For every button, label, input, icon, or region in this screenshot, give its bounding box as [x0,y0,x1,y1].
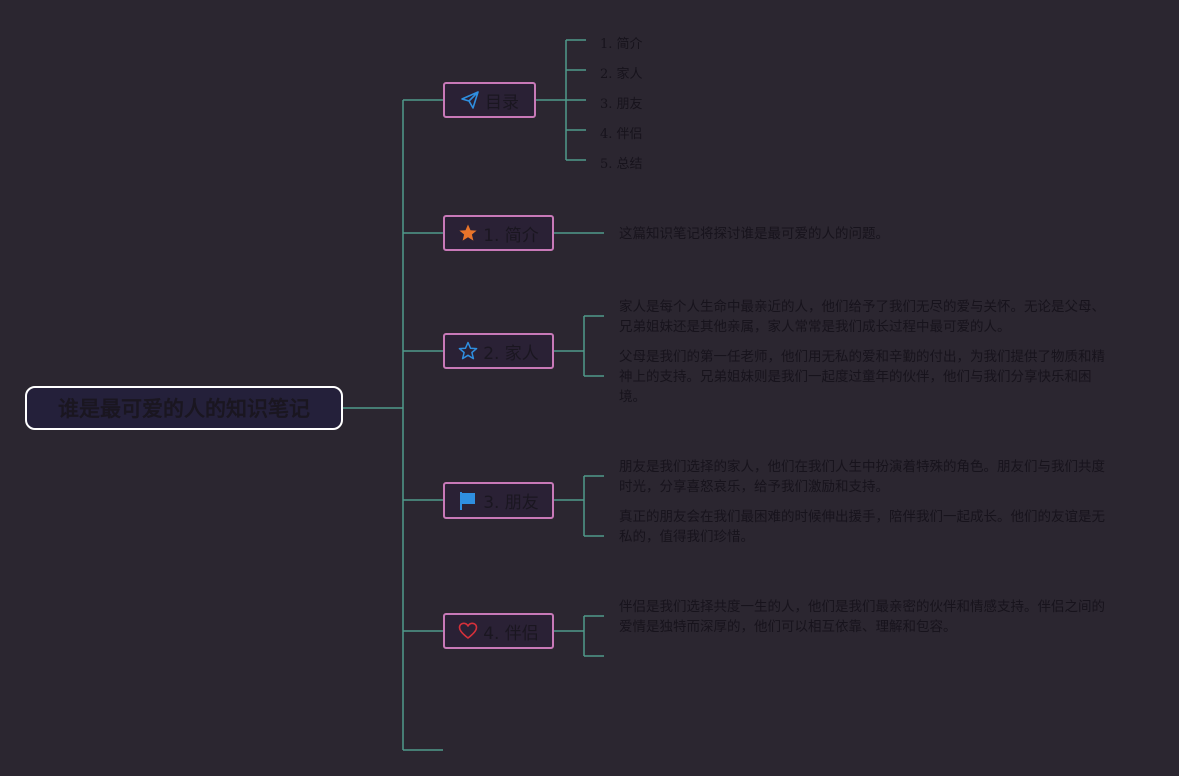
toc-node[interactable]: 目录 [443,82,536,118]
section-friends-node[interactable]: 3. 朋友 [443,482,554,519]
section-intro-label: 1. 简介 [483,225,539,246]
section-partner-node[interactable]: 4. 伴侣 [443,613,554,649]
friends-paragraph-1: 朋友是我们选择的家人，他们在我们人生中扮演着特殊的角色。朋友们与我们共度时光，分… [619,459,1105,495]
toc-item-4[interactable]: 4. 伴侣 [600,127,643,142]
family-paragraph-2: 父母是我们的第一任老师，他们用无私的爱和辛勤的付出，为我们提供了物质和精神上的支… [619,349,1105,405]
toc-item-5[interactable]: 5. 总结 [600,157,643,172]
friends-paragraph-2: 真正的朋友会在我们最困难的时候伸出援手，陪伴我们一起成长。他们的友谊是无私的，值… [619,509,1105,545]
intro-paragraph: 这篇知识笔记将探讨谁是最可爱的人的问题。 [619,226,889,242]
flag-icon [458,491,478,511]
family-paragraph-1: 家人是每个人生命中最亲近的人，他们给予了我们无尽的爱与关怀。无论是父母、兄弟姐妹… [619,299,1105,335]
paper-plane-icon [460,90,480,110]
partner-paragraph-1: 伴侣是我们选择共度一生的人，他们是我们最亲密的伙伴和情感支持。伴侣之间的爱情是独… [619,599,1105,635]
toc-label: 目录 [485,92,519,113]
section-friends-label: 3. 朋友 [483,493,539,513]
section-intro-node[interactable]: 1. 简介 [443,215,554,251]
toc-item-3[interactable]: 3. 朋友 [600,97,643,112]
heart-icon [458,621,478,641]
section-family-node[interactable]: 2. 家人 [443,333,554,369]
root-title: 谁是最可爱的人的知识笔记 [58,397,310,421]
section-family-label: 2. 家人 [483,343,539,364]
root-topic[interactable]: 谁是最可爱的人的知识笔记 [25,386,343,430]
toc-item-2[interactable]: 2. 家人 [600,67,643,82]
star-filled-icon [458,223,478,243]
toc-item-1[interactable]: 1. 简介 [600,37,643,52]
section-partner-label: 4. 伴侣 [483,623,539,644]
star-outline-icon [458,341,478,361]
